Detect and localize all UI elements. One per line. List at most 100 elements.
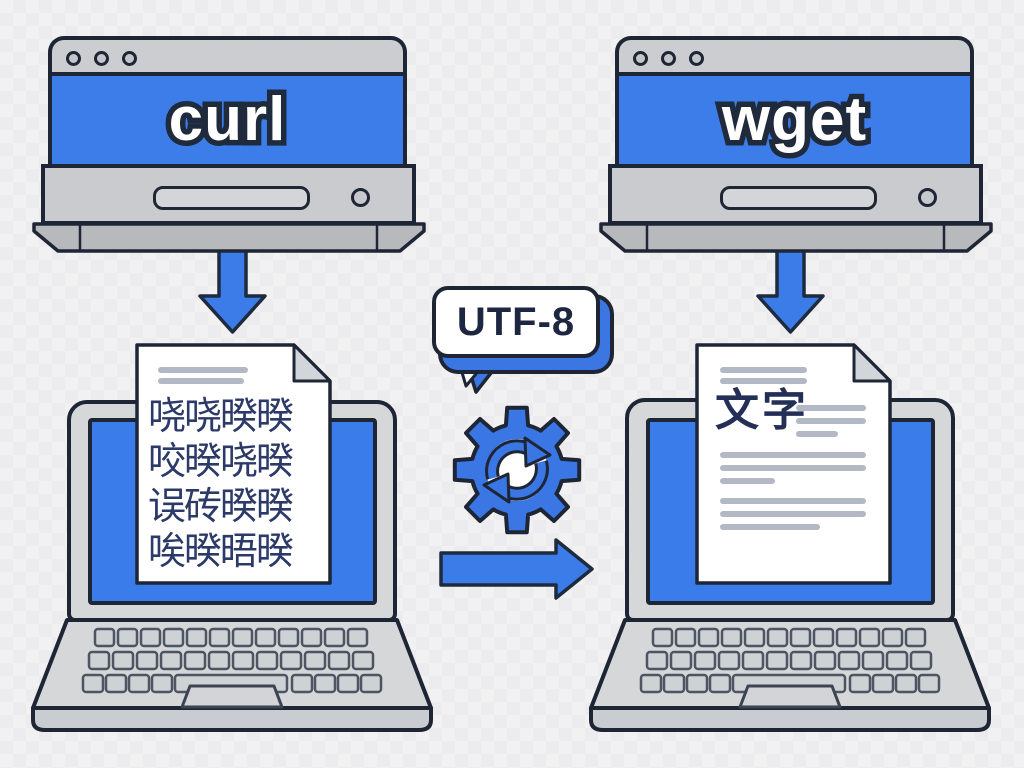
window-dot-icon <box>122 50 137 66</box>
keyboard-key <box>904 627 927 648</box>
keyboard-key <box>789 650 813 671</box>
keyboard-key <box>93 627 116 648</box>
doc-text-line <box>796 431 838 437</box>
keyboard-key <box>359 673 383 694</box>
laptop-trackpad <box>738 684 842 709</box>
doc-title-line <box>158 378 244 384</box>
down-arrow-icon <box>756 248 825 334</box>
keyboard-key <box>717 650 741 671</box>
doc-text-line <box>720 465 866 471</box>
address-bar <box>720 186 877 210</box>
doc-text-line <box>720 478 775 484</box>
keyboard-key <box>645 650 669 671</box>
utf8-speech-bubble: UTF-8 <box>432 286 600 358</box>
keyboard-key <box>651 627 674 648</box>
keyboard-key <box>894 673 918 694</box>
keyboard-key <box>837 650 861 671</box>
wget-label-outline: wget <box>716 83 871 156</box>
window-dot-icon <box>689 50 704 66</box>
laptop-keyboard-deck <box>589 618 991 732</box>
keyboard-key <box>858 627 881 648</box>
browser-toolbar <box>608 164 983 225</box>
keyboard-key <box>116 627 139 648</box>
keyboard-key <box>111 650 135 671</box>
doc-text-line <box>720 524 820 530</box>
keyboard-key <box>231 627 254 648</box>
monitor-base <box>32 222 426 253</box>
keyboard-key <box>135 650 159 671</box>
encoding-conversion-gear-icon <box>452 405 582 535</box>
doc-text-line <box>796 405 866 411</box>
speech-bubble-tail <box>454 350 508 394</box>
keyboard-key <box>885 650 909 671</box>
keyboard-key <box>731 673 847 694</box>
right-arrow-icon <box>439 538 594 600</box>
keyboard-key <box>185 627 208 648</box>
keyboard-key <box>81 673 105 694</box>
toolbar-button-icon <box>918 188 937 207</box>
wget-label: wget <box>721 85 868 154</box>
keyboard-key <box>207 650 231 671</box>
keyboard-key <box>150 673 174 694</box>
keyboard-key <box>813 650 837 671</box>
keyboard-key <box>697 627 720 648</box>
clean-document: 文字 <box>697 345 890 583</box>
keyboard-key <box>685 673 709 694</box>
curl-label: curl <box>168 85 287 154</box>
keyboard-key <box>861 650 885 671</box>
keyboard-key <box>765 650 789 671</box>
toolbar-button-icon <box>351 188 370 207</box>
keyboard-key <box>766 627 789 648</box>
clean-text: 文字 <box>715 386 809 435</box>
keyboard-key <box>279 650 303 671</box>
keyboard-key <box>104 673 128 694</box>
window-dot-icon <box>66 50 81 66</box>
monitor-base <box>599 222 993 253</box>
keyboard-key <box>346 627 369 648</box>
doc-text-line <box>720 452 866 458</box>
keyboard-key <box>693 650 717 671</box>
keyboard-key <box>254 627 277 648</box>
keyboard-key <box>183 650 207 671</box>
keyboard-key <box>639 673 663 694</box>
wget-banner: wget wget <box>615 72 974 168</box>
window-dot-icon <box>633 50 648 66</box>
keyboard-key <box>674 627 697 648</box>
browser-toolbar <box>41 164 416 225</box>
keyboard-key <box>313 673 337 694</box>
keyboard-key <box>812 627 835 648</box>
browser-titlebar <box>48 36 407 76</box>
keyboard-key <box>290 673 314 694</box>
keyboard-key <box>789 627 812 648</box>
keyboard-key <box>277 627 300 648</box>
keyboard-key <box>127 673 151 694</box>
doc-title-line <box>720 378 807 384</box>
garbled-text: 哓哓暌暌 咬暌哓暌 误砖暌暌 唉暌晤暌 <box>148 396 294 573</box>
keyboard-key <box>87 650 111 671</box>
keyboard-key <box>173 673 289 694</box>
keyboard-key <box>336 673 360 694</box>
curl-label-outline: curl <box>163 83 291 156</box>
keyboard-key <box>741 650 765 671</box>
window-dot-icon <box>94 50 109 66</box>
keyboard-key <box>300 627 323 648</box>
sync-arrows-icon <box>482 436 552 504</box>
utf8-label: UTF-8 <box>456 299 576 344</box>
doc-text-line <box>720 511 866 517</box>
keyboard-key <box>669 650 693 671</box>
keyboard-key <box>162 627 185 648</box>
doc-text-line <box>796 418 866 424</box>
keyboard-key <box>871 673 895 694</box>
down-arrow-icon <box>198 248 267 334</box>
keyboard-key <box>917 673 941 694</box>
browser-titlebar <box>615 36 974 76</box>
address-bar <box>153 186 310 210</box>
keyboard-key <box>139 627 162 648</box>
keyboard-key <box>909 650 933 671</box>
doc-title-line <box>720 367 807 373</box>
keyboard-key <box>327 650 351 671</box>
doc-title-line <box>158 367 248 373</box>
keyboard-key <box>208 627 231 648</box>
doc-text-line <box>720 498 866 504</box>
keyboard-key <box>255 650 279 671</box>
